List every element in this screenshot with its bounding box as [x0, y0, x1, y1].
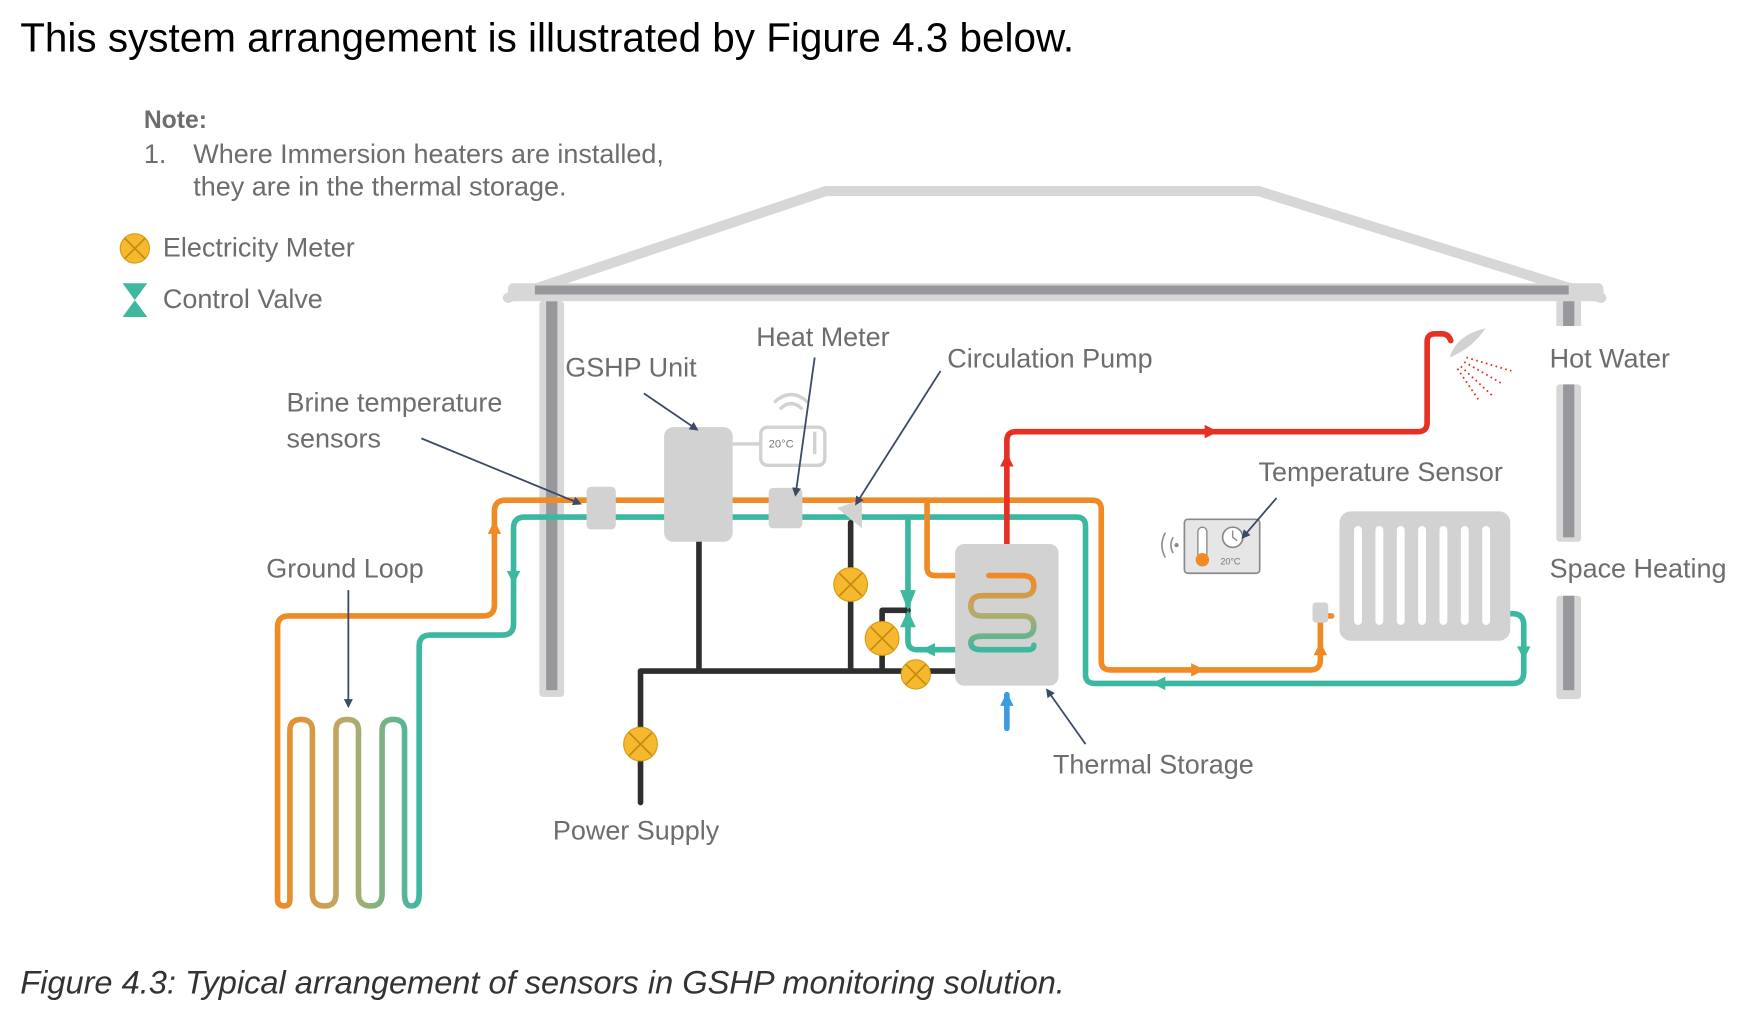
label-brine-temperature-line-2: sensors — [287, 423, 381, 453]
label-circulation-pump: Circulation Pump — [947, 344, 1152, 374]
radiator — [1312, 511, 1511, 641]
label-ground-loop: Ground Loop — [266, 554, 423, 584]
legend: Electricity Meter Control Valve — [119, 232, 355, 317]
heat-meter — [768, 487, 803, 529]
electricity-meter-icon — [119, 233, 151, 264]
note-block: Note: 1. Where Immersion heaters are ins… — [144, 107, 664, 201]
thermometer-icon — [1195, 526, 1210, 567]
circulation-pump — [837, 499, 862, 529]
label-gshp-unit: GSHP Unit — [565, 353, 697, 383]
right-wall — [1556, 301, 1582, 700]
wifi-icon — [773, 392, 810, 411]
electricity-meter-immersion — [900, 659, 932, 690]
label-heat-meter: Heat Meter — [756, 322, 889, 352]
control-valve-icon — [122, 283, 148, 317]
house-structure — [502, 186, 1607, 700]
intro-text: This system arrangement is illustrated b… — [20, 15, 1074, 61]
callout-arrows — [343, 357, 1278, 745]
electricity-meter-pump — [833, 567, 869, 602]
thermostat: 20°C — [1161, 518, 1261, 575]
note-line-1: Where Immersion heaters are installed, — [193, 139, 664, 169]
label-hot-water: Hot Water — [1550, 344, 1670, 374]
clock-icon — [1221, 526, 1244, 549]
gshp-unit — [664, 427, 733, 542]
label-brine-temperature-line-1: Brine temperature — [287, 387, 503, 417]
note-number: 1. — [144, 139, 166, 169]
roof — [502, 186, 1607, 303]
heat-meter-readout: 20°C — [769, 438, 794, 450]
legend-control-valve-label: Control Valve — [163, 284, 323, 314]
radiator-valve — [1312, 602, 1329, 623]
figure-caption: Figure 4.3: Typical arrangement of senso… — [20, 964, 1065, 1001]
label-temperature-sensor: Temperature Sensor — [1259, 457, 1503, 487]
ground-loop — [274, 497, 588, 909]
shower-head-icon — [1449, 328, 1512, 401]
hot-water-pipe — [1000, 331, 1454, 732]
heat-meter-display: 20°C — [759, 392, 827, 468]
label-power-supply: Power Supply — [553, 816, 720, 846]
electricity-meter-supply — [623, 726, 658, 762]
note-line-2: they are in the thermal storage. — [193, 172, 566, 202]
wireless-signal-icon — [1161, 532, 1179, 558]
thermal-storage-tank — [955, 544, 1059, 686]
label-space-heating: Space Heating — [1550, 554, 1727, 584]
legend-electricity-meter-label: Electricity Meter — [163, 232, 355, 262]
brine-temperature-sensor — [586, 486, 616, 530]
thermostat-readout: 20°C — [1220, 556, 1241, 566]
control-valve — [900, 590, 916, 628]
note-title: Note: — [144, 107, 207, 134]
diagram-labels: Brine temperature sensors GSHP Unit Heat… — [266, 322, 1726, 845]
label-thermal-storage: Thermal Storage — [1053, 749, 1254, 779]
primary-pipes — [581, 497, 1531, 691]
electricity-meter-valve — [864, 621, 900, 656]
